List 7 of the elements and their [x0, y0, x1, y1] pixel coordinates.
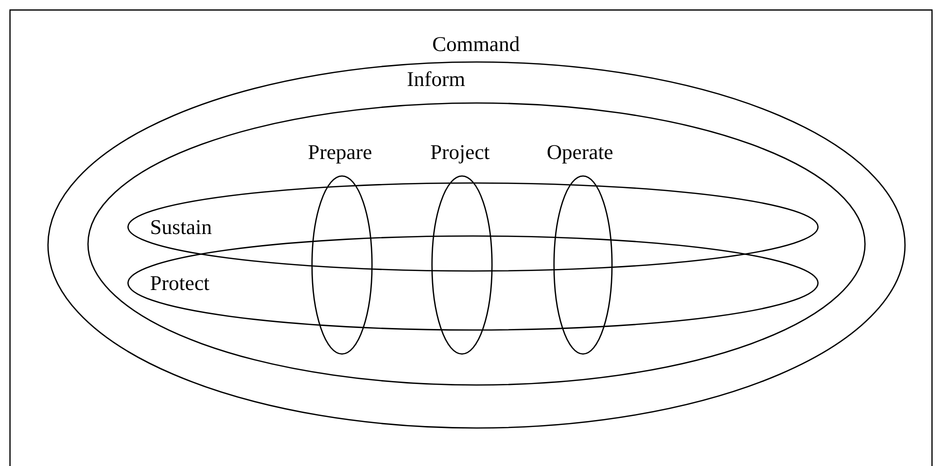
region-label: Project: [430, 140, 490, 164]
region-label: Operate: [546, 140, 614, 164]
region-label: Sustain: [150, 215, 212, 239]
region-label: Prepare: [308, 140, 372, 164]
region-label: Inform: [406, 67, 466, 91]
region-label: Command: [432, 32, 520, 56]
region-label: Protect: [150, 271, 210, 295]
